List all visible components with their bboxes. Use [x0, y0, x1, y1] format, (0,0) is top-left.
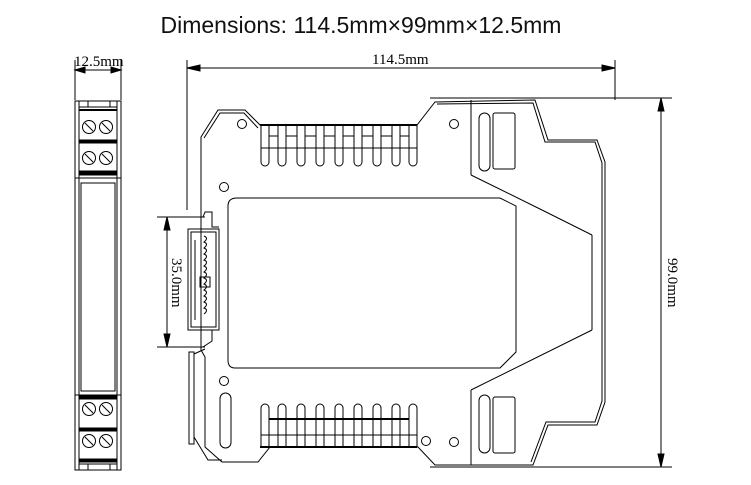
length-label: 114.5mm — [372, 52, 429, 68]
length-dimension: 114.5mm — [186, 52, 616, 210]
din-rail-clip — [187, 211, 222, 461]
slot-icon — [478, 394, 491, 454]
top-vent-slots — [260, 124, 418, 167]
top-terminal-block — [78, 100, 118, 176]
hole-icon — [237, 119, 247, 129]
hole-icon — [421, 436, 431, 446]
hole-icon — [219, 182, 229, 192]
bottom-terminal-block — [78, 395, 118, 471]
hole-icon — [449, 119, 459, 129]
front-body-outline — [74, 100, 122, 471]
width-label: 12.5mm — [74, 54, 124, 70]
housing-outline — [200, 99, 606, 466]
front-view: 12.5mm — [73, 54, 124, 471]
slot-icon — [478, 112, 491, 172]
label-window — [80, 182, 116, 392]
height-dimension: 99.0mm — [430, 97, 680, 468]
screw-icon — [82, 120, 96, 134]
screw-icon — [82, 151, 96, 165]
side-view: 114.5mm 99.0mm 35.0mm — [157, 52, 680, 468]
screw-icon — [82, 434, 96, 448]
height-label: 99.0mm — [664, 258, 680, 308]
hole-icon — [219, 376, 229, 386]
slot-icon — [219, 392, 232, 449]
din-rail-dimension: 35.0mm — [157, 216, 205, 348]
hole-icon — [449, 437, 459, 447]
din-rail-label: 35.0mm — [168, 258, 184, 308]
width-dimension: 12.5mm — [73, 54, 124, 100]
screw-icon — [99, 434, 113, 448]
screw-icon — [82, 402, 96, 416]
screw-icon — [99, 120, 113, 134]
bottom-vent-slots — [260, 403, 418, 448]
screw-icon — [99, 402, 113, 416]
screw-icon — [99, 151, 113, 165]
diagram-title: Dimensions: 114.5mm×99mm×12.5mm — [160, 12, 562, 38]
front-panel — [227, 197, 517, 369]
